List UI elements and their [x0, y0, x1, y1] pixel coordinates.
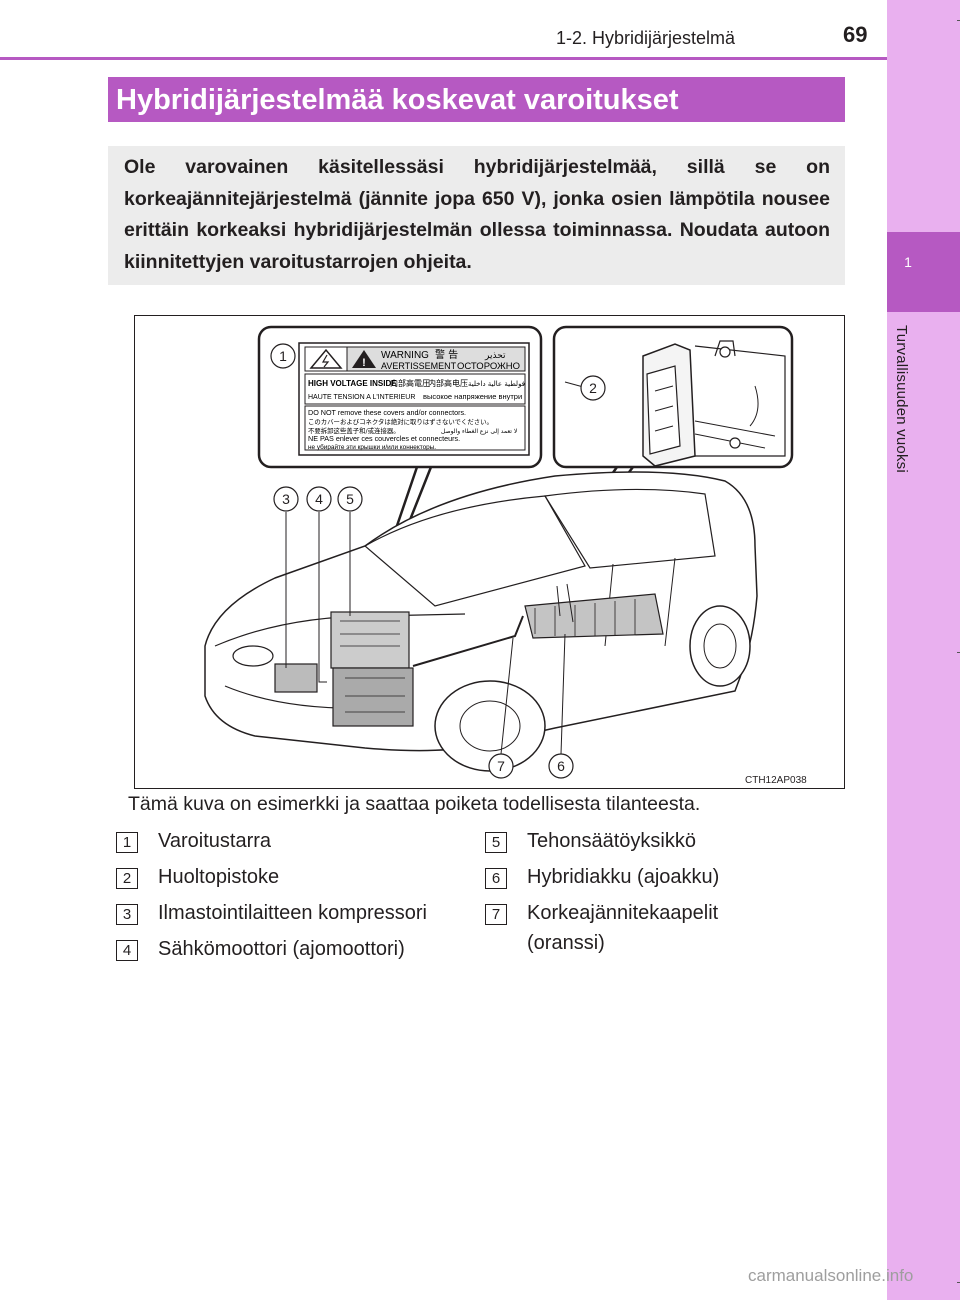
label-text: высокое напряжение внутри	[423, 392, 522, 401]
label-text: HIGH VOLTAGE INSIDE	[308, 379, 397, 388]
legend-item: 3 Ilmastointilaitteen kompressori	[116, 898, 486, 928]
rear-wheel	[690, 606, 750, 686]
page-title: Hybridijärjestelmää koskevat varoitukset	[116, 84, 679, 117]
watermark: carmanualsonline.info	[748, 1266, 913, 1286]
legend-text: Sähkömoottori (ajomoottori)	[158, 934, 486, 964]
label-text: WARNING	[381, 350, 429, 361]
intro-text: Ole varovainen käsitellessäsi hybridijär…	[124, 152, 830, 278]
ac-compressor	[275, 664, 317, 692]
legend-text: Huoltopistoke	[158, 862, 486, 892]
side-tab-label: Turvallisuuden vuoksi	[893, 325, 910, 473]
legend-right: 5 Tehonsäätöyksikkö 6 Hybridiakku (ajoak…	[485, 826, 785, 964]
header-rule	[0, 57, 887, 60]
label-text: 内部高电压	[428, 378, 468, 388]
legend-number: 1	[116, 832, 138, 853]
front-wheel	[435, 681, 545, 771]
legend-number: 7	[485, 904, 507, 925]
legend-number: 2	[116, 868, 138, 889]
figure-caption: Tämä kuva on esimerkki ja saattaa poiket…	[128, 793, 700, 816]
label-text: فولطية عالية داخلية	[468, 380, 525, 388]
legend-left: 1 Varoitustarra 2 Huoltopistoke 3 Ilmast…	[116, 826, 486, 970]
side-tab-number: 1	[887, 254, 929, 270]
legend-text: Varoitustarra	[158, 826, 486, 856]
label-text: このカバーおよびコネクタは絶対に取りはずさないでください。	[308, 417, 493, 426]
hybrid-system-figure: ! WARNING 警 告 تحذير AVERTISSEMENT ОСТОРО…	[134, 315, 845, 789]
callout-number: 1	[279, 348, 287, 364]
side-tab	[887, 0, 960, 1300]
legend-item: 7 Korkeajännitekaapelit (oranssi)	[485, 898, 785, 958]
electric-motor	[333, 668, 413, 726]
legend-text: Korkeajännitekaapelit (oranssi)	[527, 898, 785, 958]
callout-number: 3	[282, 491, 290, 507]
callout-number: 5	[346, 491, 354, 507]
label-text: DO NOT remove these covers and/or connec…	[308, 408, 466, 417]
callout-number: 2	[589, 380, 597, 396]
label-text: AVERTISSEMENT	[381, 361, 457, 371]
label-text: 警 告	[435, 348, 458, 361]
power-control-unit	[331, 612, 409, 668]
side-tab-active-section[interactable]	[887, 232, 960, 312]
figure-code: CTH12AP038	[745, 775, 807, 786]
label-text: 内部高電圧	[390, 378, 430, 388]
callout-number: 7	[497, 758, 505, 774]
legend-number: 4	[116, 940, 138, 961]
legend-text: Tehonsäätöyksikkö	[527, 826, 785, 856]
label-text: تحذير	[484, 351, 506, 361]
legend-item: 5 Tehonsäätöyksikkö	[485, 826, 785, 856]
legend-number: 3	[116, 904, 138, 925]
legend-item: 1 Varoitustarra	[116, 826, 486, 856]
label-text: ОСТОРОЖНО	[457, 361, 520, 372]
label-text: NE PAS enlever ces couvercles et connect…	[308, 434, 460, 443]
page-number: 69	[843, 22, 867, 48]
headlight	[233, 646, 273, 666]
svg-text:!: !	[362, 357, 366, 369]
callout-number: 4	[315, 491, 323, 507]
car-illustration: ! WARNING 警 告 تحذير AVERTISSEMENT ОСТОРО…	[135, 316, 844, 788]
legend-text: Ilmastointilaitteen kompressori	[158, 898, 486, 928]
legend-number: 5	[485, 832, 507, 853]
legend-item: 2 Huoltopistoke	[116, 862, 486, 892]
legend-text: Hybridiakku (ajoakku)	[527, 862, 785, 892]
label-text: не убирайте эти крышки и/или коннекторы.	[308, 443, 436, 451]
legend-number: 6	[485, 868, 507, 889]
section-title: 1-2. Hybridijärjestelmä	[556, 28, 735, 49]
callout-number: 6	[557, 758, 565, 774]
label-text: HAUTE TENSION A L'INTERIEUR	[308, 394, 415, 401]
legend-item: 6 Hybridiakku (ajoakku)	[485, 862, 785, 892]
legend-item: 4 Sähkömoottori (ajomoottori)	[116, 934, 486, 964]
